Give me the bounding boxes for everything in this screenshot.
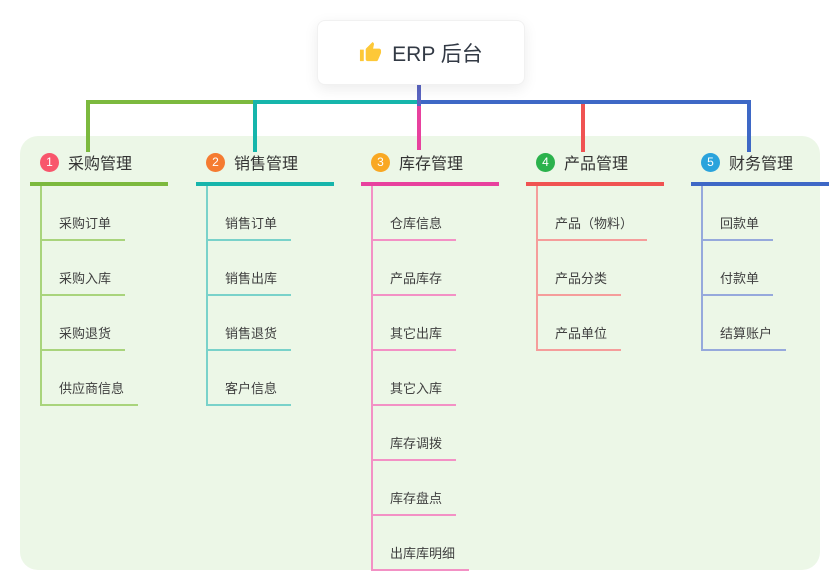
connector-branch3-drop (417, 104, 421, 150)
child-row: 产品库存 (373, 241, 511, 296)
branch-children: 产品（物料） 产品分类产品单位 (536, 186, 676, 351)
connector-branch5-drop (747, 100, 751, 152)
child-row: 库存调拨 (373, 406, 511, 461)
child-row: 其它入库 (373, 351, 511, 406)
child-node[interactable]: 销售订单 (208, 213, 292, 241)
root-title: ERP 后台 (392, 42, 483, 66)
child-row: 供应商信息 (42, 351, 180, 406)
branch-title: 库存管理 (399, 156, 464, 173)
child-node[interactable]: 销售退货 (208, 323, 292, 351)
thumbs-up-icon (360, 41, 382, 62)
branch-product: 4 产品管理 产品（物料） 产品分类产品单位 (526, 148, 676, 351)
child-node[interactable]: 采购订单 (42, 213, 126, 241)
child-node[interactable]: 其它出库 (373, 323, 457, 351)
child-row: 结算账户 (703, 296, 839, 351)
child-row: 销售退货 (208, 296, 346, 351)
branches-panel: 1 采购管理 采购订单采购入库采购退货供应商信息 2 销售管理 销售订单销售出库… (20, 136, 829, 571)
branch-title: 销售管理 (234, 156, 299, 173)
child-node[interactable]: 回款单 (703, 213, 774, 241)
child-row: 客户信息 (208, 351, 346, 406)
child-row: 产品（物料） (538, 186, 676, 241)
branch-title: 财务管理 (729, 156, 794, 173)
branch-number-badge: 4 (536, 152, 555, 172)
branch-inventory: 3 库存管理 仓库信息产品库存其它出库其它入库库存调拨库存盘点出库库明细 (361, 148, 511, 571)
child-node[interactable]: 库存盘点 (373, 488, 457, 516)
branch-children: 采购订单采购入库采购退货供应商信息 (40, 186, 180, 406)
child-row: 产品单位 (538, 296, 676, 351)
connector-branch2-horizontal (253, 100, 421, 104)
branch-sales: 2 销售管理 销售订单销售出库销售退货客户信息 (196, 148, 346, 406)
connector-branch5-horizontal (417, 100, 751, 104)
branch-number-badge: 1 (40, 152, 59, 172)
connector-branch1-horizontal (86, 100, 257, 104)
branch-number-badge: 5 (701, 152, 720, 172)
child-row: 销售订单 (208, 186, 346, 241)
child-node[interactable]: 出库库明细 (373, 543, 470, 571)
child-node[interactable]: 销售出库 (208, 268, 292, 296)
child-node[interactable]: 产品库存 (373, 268, 457, 296)
branch-purchase: 1 采购管理 采购订单采购入库采购退货供应商信息 (30, 148, 180, 406)
connector-branch1-drop (86, 100, 90, 152)
branch-header-sales[interactable]: 2 销售管理 (196, 148, 334, 186)
branch-title: 产品管理 (564, 156, 629, 173)
branch-header-inventory[interactable]: 3 库存管理 (361, 148, 499, 186)
child-row: 付款单 (703, 241, 839, 296)
branch-header-finance[interactable]: 5 财务管理 (691, 148, 829, 186)
child-node[interactable]: 库存调拨 (373, 433, 457, 461)
child-node[interactable]: 付款单 (703, 268, 774, 296)
child-row: 出库库明细 (373, 516, 511, 571)
branch-header-product[interactable]: 4 产品管理 (526, 148, 664, 186)
root-node[interactable]: ERP 后台 (317, 20, 525, 85)
child-row: 其它出库 (373, 296, 511, 351)
child-node[interactable]: 仓库信息 (373, 213, 457, 241)
child-row: 销售出库 (208, 241, 346, 296)
child-node[interactable]: 其它入库 (373, 378, 457, 406)
child-row: 仓库信息 (373, 186, 511, 241)
child-node[interactable]: 产品分类 (538, 268, 622, 296)
branch-title: 采购管理 (68, 156, 133, 173)
branch-header-purchase[interactable]: 1 采购管理 (30, 148, 168, 186)
root-connector (417, 83, 421, 106)
child-node[interactable]: 供应商信息 (42, 378, 139, 406)
child-row: 回款单 (703, 186, 839, 241)
branch-finance: 5 财务管理 回款单付款单结算账户 (691, 148, 839, 351)
child-node[interactable]: 产品（物料） (538, 213, 648, 241)
child-node[interactable]: 客户信息 (208, 378, 292, 406)
branch-children: 销售订单销售出库销售退货客户信息 (206, 186, 346, 406)
child-row: 产品分类 (538, 241, 676, 296)
connector-branch2-drop (253, 100, 257, 152)
child-node[interactable]: 产品单位 (538, 323, 622, 351)
connector-branch4-drop (581, 104, 585, 152)
branch-number-badge: 2 (206, 152, 225, 172)
child-node[interactable]: 采购入库 (42, 268, 126, 296)
child-row: 采购退货 (42, 296, 180, 351)
child-row: 库存盘点 (373, 461, 511, 516)
branch-number-badge: 3 (371, 152, 390, 172)
child-row: 采购入库 (42, 241, 180, 296)
child-node[interactable]: 采购退货 (42, 323, 126, 351)
branch-children: 仓库信息产品库存其它出库其它入库库存调拨库存盘点出库库明细 (371, 186, 511, 571)
child-node[interactable]: 结算账户 (703, 323, 787, 351)
child-row: 采购订单 (42, 186, 180, 241)
branch-children: 回款单付款单结算账户 (701, 186, 839, 351)
